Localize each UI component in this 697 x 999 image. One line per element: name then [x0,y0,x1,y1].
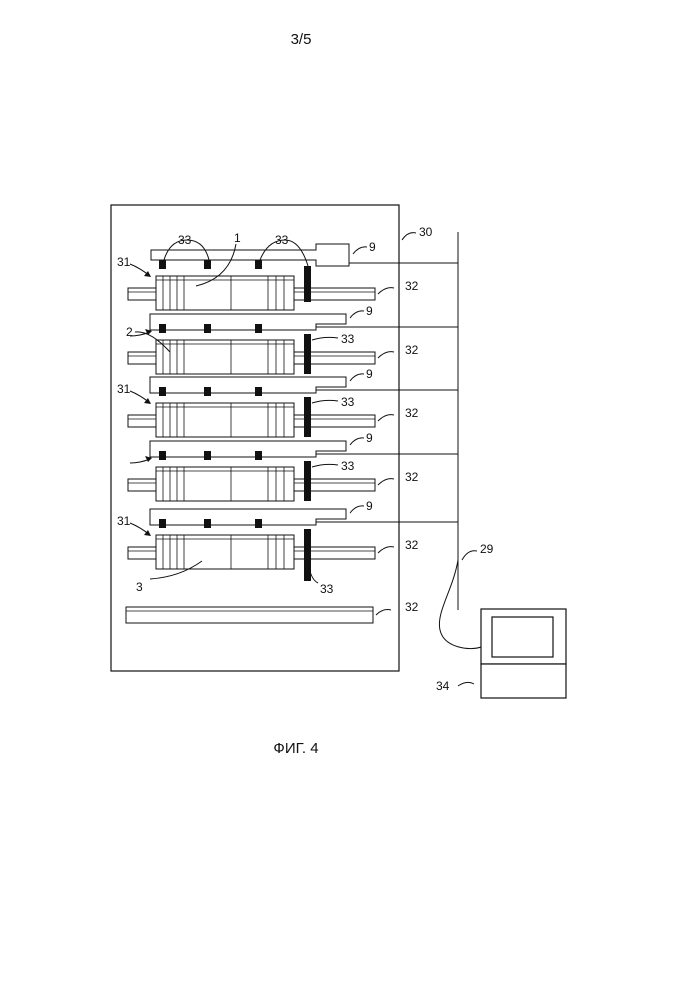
guide-rail-label: 32 [405,538,419,552]
storage-level: 9 32 33 2 [126,304,458,374]
contact-block-33 [204,324,211,333]
contact-block-33 [204,260,211,269]
guide-rail-label: 32 [405,470,419,484]
guide-rail-label: 32 [405,279,419,293]
bar-label: 9 [366,367,373,381]
bar-leader [350,374,364,381]
contact-label: 33 [320,582,334,596]
contact-block-33 [255,260,262,269]
contact-label: 33 [178,233,192,247]
contact-label: 33 [341,459,355,473]
contact-bar-33 [304,266,311,302]
contact-block-33 [159,387,166,396]
contact-label: 33 [341,332,355,346]
contact-block-33 [159,260,166,269]
contact-block-33 [204,387,211,396]
bar-label: 9 [366,431,373,445]
monitor-screen [492,617,553,657]
cabinet-label: 30 [419,225,433,239]
contact-bar-33 [304,397,311,437]
bar-9 [150,377,346,393]
contact-block-33 [159,519,166,528]
guide-rail-leader [378,288,394,294]
contact-bar-33 [304,529,311,581]
contact-block-33 [255,519,262,528]
contact-label: 33 [275,233,289,247]
contact-leader [312,337,338,340]
bar-9 [150,509,346,525]
bar-label: 9 [366,304,373,318]
page-number: 3/5 [291,31,312,48]
contact-block-33 [159,451,166,460]
contact-block-33 [204,519,211,528]
storage-level: 9 32 31 1 33 33 [117,231,458,310]
guide-rail-leader [378,352,394,358]
storage-level: 9 32 33 31 3 [117,499,458,596]
storage-levels: 9 32 31 1 33 33 9 32 33 2 9 32 33 31 9 32 33 9 32 33 31 3 [117,231,458,596]
guide-rail-leader [378,547,394,553]
guide-rail-label: 32 [405,343,419,357]
bar-9 [150,441,346,457]
computer-leader [458,682,474,686]
contact-label: 33 [341,395,355,409]
contact-block-33 [255,324,262,333]
part-label: 2 [126,325,133,339]
cabinet-frame [111,205,399,671]
cable-29 [439,560,481,649]
part-label: 3 [136,580,143,594]
bar-leader [350,506,364,513]
bar-9 [150,314,346,330]
bar-label: 9 [369,240,376,254]
cable-label: 29 [480,542,494,556]
contact-block-33 [255,387,262,396]
contact-leader [312,400,338,403]
cable-leader [462,551,477,560]
computer-34 [481,609,566,698]
loader-label: 31 [117,382,131,396]
contact-block-33 [255,451,262,460]
bar-leader [350,438,364,445]
bar-leader [350,311,364,318]
figure-caption: ФИГ. 4 [273,740,318,757]
guide-rail-label: 32 [405,406,419,420]
bottom-rail-label: 32 [405,600,419,614]
bar-9 [151,244,349,266]
contact-block-33 [159,324,166,333]
contact-bar-33 [304,461,311,501]
guide-rail-leader [378,479,394,485]
guide-rail-leader [378,415,394,421]
contact-block-33 [204,451,211,460]
loader-label: 31 [117,514,131,528]
cabinet-leader [402,233,416,240]
bar-leader [353,247,367,254]
computer-label: 34 [436,679,450,693]
storage-level: 9 32 33 [128,431,458,501]
contact-leader [312,464,338,467]
bar-label: 9 [366,499,373,513]
storage-level: 9 32 33 31 [117,367,458,437]
computer-base [481,664,566,698]
loader-label: 31 [117,255,131,269]
bottom-rail: 32 [126,600,419,623]
part-label: 1 [234,231,241,245]
contact-bar-33 [304,334,311,374]
